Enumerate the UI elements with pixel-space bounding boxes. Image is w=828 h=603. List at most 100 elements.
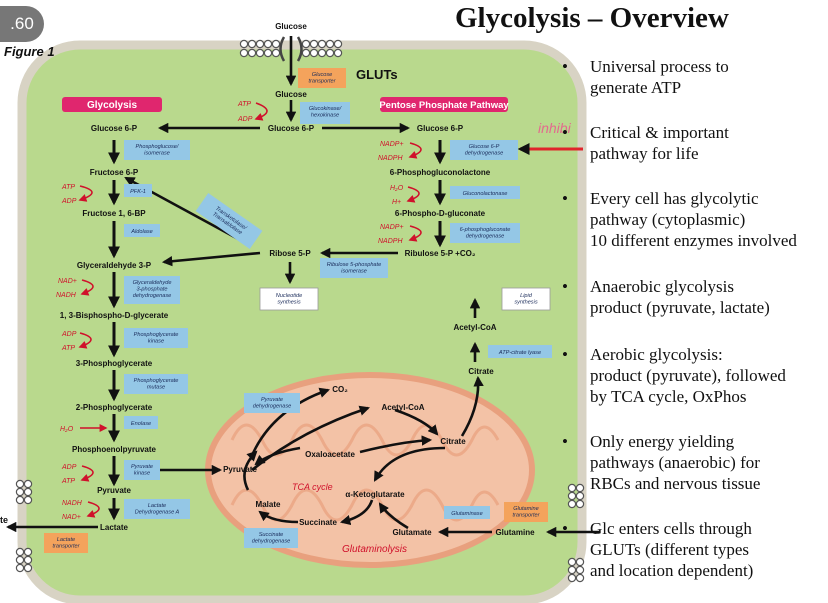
cofactor-nadh-2: NADH (62, 500, 83, 507)
bullet-text: Glc enters cells through GLUTs (differen… (590, 519, 754, 580)
metabolite-g3p: Glyceraldehyde 3-P (77, 261, 152, 270)
enzyme-box-pgi (124, 140, 190, 160)
cofactor-h-1: H+ (392, 199, 401, 206)
metabolite-pyruvate: Pyruvate (97, 486, 131, 495)
cofactor-atp-2: ATP (61, 184, 75, 191)
metabolite-oxaloacetate: Oxaloacetate (305, 450, 355, 459)
metabolite-acetylcoa-cyto: Acetyl-CoA (453, 323, 496, 332)
enzyme-box-enolase (124, 416, 158, 429)
enzyme-box-gapdh (124, 276, 180, 304)
ppp-label: Pentose Phosphate Pathway (379, 100, 509, 111)
metabolite-glucose-in: Glucose (275, 90, 307, 99)
enzyme-acly: ATP-citrate lyase (498, 350, 541, 356)
metabolite-g6p: Glucose 6-P (268, 124, 315, 133)
bullet-marker: • (562, 57, 568, 76)
metabolite-glucose-out: Glucose (275, 22, 307, 31)
inhibit-label: inhibi (538, 120, 572, 136)
glutaminolysis-label: Glutaminolysis (342, 544, 407, 555)
gluts-label: GLUTs (356, 67, 398, 82)
enzyme-box-ldh (124, 499, 190, 519)
cofactor-adp-4: ADP (61, 464, 77, 471)
enzyme-box-pgk (124, 328, 188, 348)
figure-label: Figure 1 (4, 44, 55, 59)
bullet-text: Universal process to generate ATP (590, 57, 729, 97)
cofactor-h2o-2: H₂O (390, 185, 404, 192)
enzyme-box-pdh (244, 393, 300, 413)
membrane-transporter-right (567, 483, 585, 583)
enzyme-pgi: Phosphoglucose/isomerase (136, 144, 180, 156)
metabolite-2pg: 2-Phosphoglycerate (76, 403, 153, 412)
transporter-box-glutamine (504, 502, 548, 522)
transporter-box-glucose (298, 68, 346, 88)
transporter-boxes (44, 68, 548, 553)
output-box-nucleotide (259, 287, 319, 311)
transporter-box-lactate (44, 533, 88, 553)
bullet-marker: • (562, 345, 568, 364)
metabolite-succinate: Succinate (299, 518, 337, 527)
lactate-exit-label: te (0, 515, 8, 525)
output-box-lipid (501, 287, 551, 311)
metabolite-citrate-mito: Citrate (440, 437, 466, 446)
enzyme-box-g6pd (450, 140, 518, 160)
membrane-transporter-left (15, 479, 33, 573)
page-title: Glycolysis – Overview (455, 2, 729, 34)
bullet-text: Only energy yielding pathways (anaerobic… (590, 432, 761, 493)
cofactor-arrows (78, 102, 422, 518)
metabolite-co2: CO₂ (332, 385, 348, 394)
enzyme-box-transketolase (195, 193, 263, 249)
cofactor-labels: ATP ADP ATP ADP NAD+ NADH ADP ATP H₂O AD… (56, 101, 404, 521)
enzyme-pfk: PFK-1 (130, 189, 146, 195)
cofactor-adp-3: ADP (61, 331, 77, 338)
metabolite-acetylcoa-mito: Acetyl-CoA (381, 403, 424, 412)
metabolite-6pgl: 6-Phosphogluconolactone (390, 168, 491, 177)
bullet-marker: • (562, 189, 568, 208)
cofactor-adp-2: ADP (61, 198, 77, 205)
enzyme-aldolase: Aldolase (130, 229, 152, 235)
metabolite-r5p: Ribose 5-P (269, 249, 311, 258)
metabolite-lactate: Lactate (100, 523, 129, 532)
metabolite-akg: α-Ketoglutarate (345, 490, 405, 499)
enzyme-hexokinase: Glucokinase/hexokinase (309, 106, 343, 118)
metabolite-f16bp: Fructose 1, 6-BP (82, 209, 146, 218)
metabolite-3pg: 3-Phosphoglycerate (76, 359, 153, 368)
metabolite-g6p-ppp: Glucose 6-P (417, 124, 464, 133)
metabolite-f6p: Fructose 6-P (90, 168, 139, 177)
metabolite-ru5p: Ribulose 5-P +CO₂ (405, 249, 476, 258)
enzyme-box-sdh (244, 528, 298, 548)
metabolite-glutamine: Glutamine (495, 528, 535, 537)
metabolite-labels: Glucose Glucose Glucose 6-P Glucose 6-P … (60, 22, 535, 537)
metabolite-g6p-glycolysis: Glucose 6-P (91, 124, 138, 133)
cofactor-nadph-1: NADPH (378, 155, 403, 162)
metabolite-glutamate: Glutamate (392, 528, 432, 537)
enzyme-enolase: Enolase (131, 421, 151, 427)
enzyme-box-hexokinase (300, 102, 350, 124)
cofactor-nadp-1: NADP+ (380, 141, 404, 148)
bullet-marker: • (562, 432, 568, 451)
metabolite-6pg: 6-Phospho-D-gluconate (395, 209, 486, 218)
cofactor-nadp-2: NADP+ (380, 224, 404, 231)
bullet-text: Every cell has glycolytic pathway (cytop… (590, 189, 797, 250)
metabolite-citrate-cyto: Citrate (468, 367, 494, 376)
glycolysis-badge (62, 97, 162, 112)
bullet-text: Critical & important pathway for life (590, 123, 729, 163)
metabolite-malate: Malate (256, 500, 281, 509)
bullet-marker: • (562, 277, 568, 296)
enzyme-box-glutaminase (444, 506, 490, 519)
bullet-text: Anaerobic glycolysis product (pyruvate, … (590, 277, 770, 317)
bullet-marker: • (562, 519, 568, 538)
cofactor-adp-1: ADP (237, 116, 253, 123)
